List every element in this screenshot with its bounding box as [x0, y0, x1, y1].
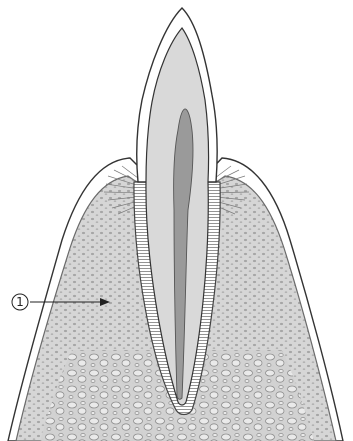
callout-1-number: 1: [16, 295, 24, 309]
